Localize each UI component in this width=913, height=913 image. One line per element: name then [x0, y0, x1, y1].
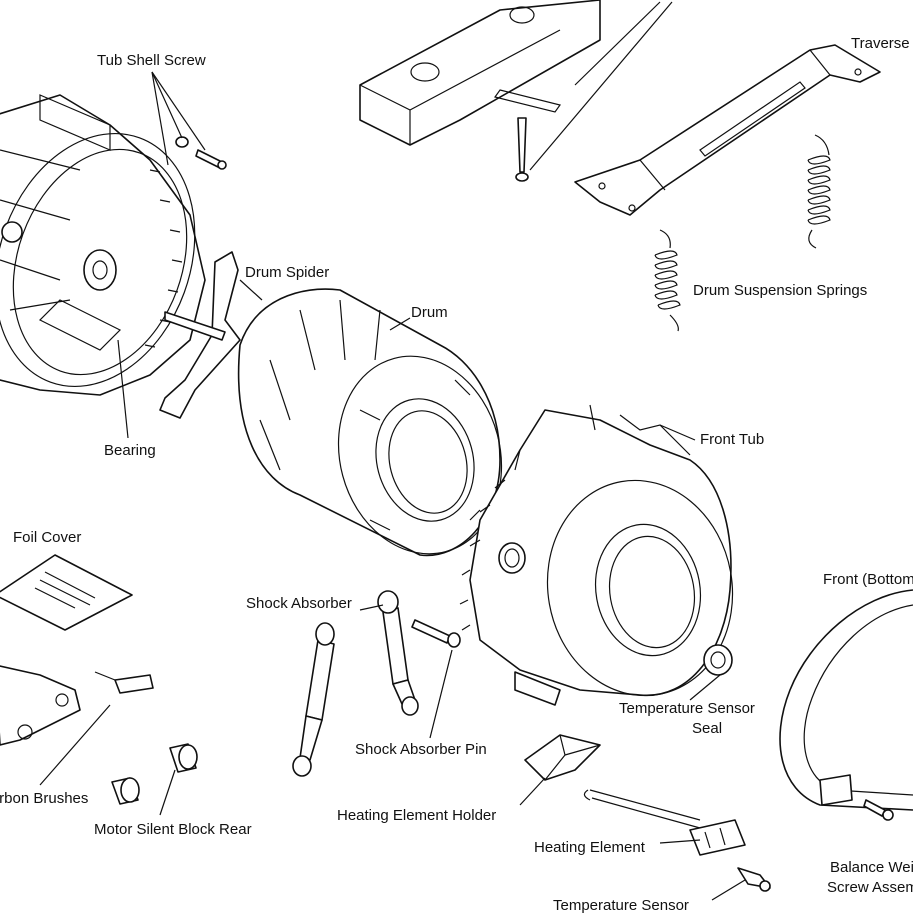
shock-absorber-part: [292, 590, 419, 777]
label-drum-spider: Drum Spider: [245, 264, 329, 281]
label-temperature-sensor-seal-line1: Temperature Sensor: [619, 700, 755, 717]
shock-absorber-pin-part: [411, 619, 461, 648]
heating-element-part: [583, 789, 746, 856]
label-temperature-sensor-seal-line2: Seal: [692, 720, 722, 737]
traverse-part: [574, 44, 881, 216]
label-tub-shell-screw: Tub Shell Screw: [97, 52, 206, 69]
label-drum-suspension-springs: Drum Suspension Springs: [693, 282, 867, 299]
label-heating-element-holder: Heating Element Holder: [337, 807, 496, 824]
label-balance-weight-line1: Balance Weight: [830, 859, 913, 876]
temperature-sensor-seal-part: [703, 644, 733, 676]
drum-spider-part: [159, 251, 241, 419]
label-front-tub: Front Tub: [700, 431, 764, 448]
drum-part: [237, 288, 503, 557]
label-motor-silent-block-rear: Motor Silent Block Rear: [94, 821, 252, 838]
label-balance-weight-line2: Screw Assembly: [827, 879, 913, 896]
foil-cover-part: [0, 554, 133, 631]
balance-weight-screw-part: [863, 799, 894, 821]
heating-element-holder-part: [524, 734, 601, 781]
label-front-bottom: Front (Bottom): [823, 571, 913, 588]
label-temperature-sensor: Temperature Sensor: [553, 897, 689, 913]
carbon-brushes-part: [0, 665, 154, 746]
tub-shell-screw-part: [175, 136, 227, 170]
upper-counterweight-part: [359, 0, 601, 182]
temperature-sensor-part: [737, 867, 771, 892]
label-heating-element: Heating Element: [534, 839, 646, 856]
label-bearing: Bearing: [104, 442, 156, 459]
label-traverse: Traverse: [851, 35, 910, 52]
label-foil-cover: Foil Cover: [13, 529, 81, 546]
motor-silent-block-part: [111, 743, 198, 805]
rear-tub-shell: [0, 94, 206, 396]
front-bottom-part: [779, 589, 913, 811]
label-shock-absorber: Shock Absorber: [246, 595, 352, 612]
label-shock-absorber-pin: Shock Absorber Pin: [355, 741, 487, 758]
label-carbon-brushes: Carbon Brushes: [0, 790, 88, 807]
label-drum: Drum: [411, 304, 448, 321]
leader-lines: [39, 1, 746, 901]
front-tub-part: [459, 404, 734, 706]
drum-suspension-springs-part: [654, 134, 831, 332]
